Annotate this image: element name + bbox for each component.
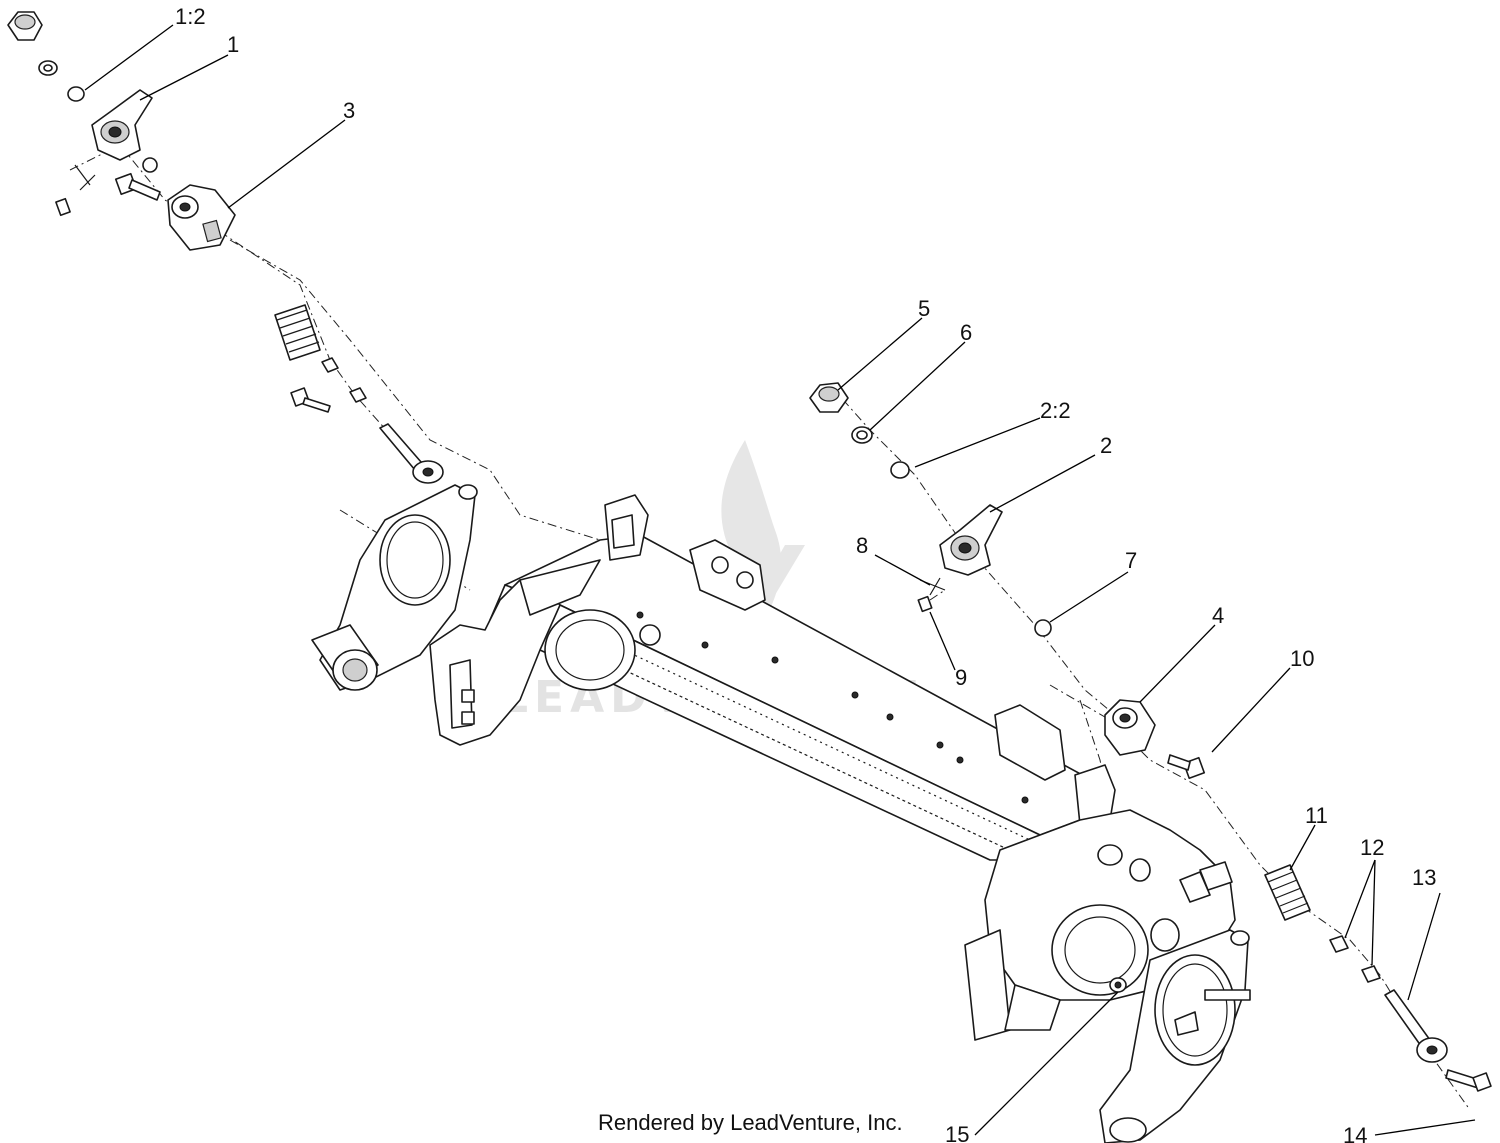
pivot-block-part xyxy=(167,184,236,251)
callout-3: 3 xyxy=(343,98,355,123)
callout-14: 14 xyxy=(1343,1123,1367,1143)
nut-part xyxy=(321,357,339,373)
right-pivot-arm xyxy=(1099,929,1251,1143)
callout-4: 4 xyxy=(1212,603,1224,628)
callout-12: 12 xyxy=(1360,835,1384,860)
callout-1: 1 xyxy=(227,32,239,57)
washer-part xyxy=(67,86,85,102)
callout-15: 15 xyxy=(945,1122,969,1143)
bolt-part xyxy=(1167,754,1206,780)
callout-2-2: 2:2 xyxy=(1040,398,1071,423)
left-pivot-arm xyxy=(311,484,478,691)
flange-nut-part xyxy=(809,382,849,413)
callout-11: 11 xyxy=(1305,803,1328,828)
callout-1-2: 1:2 xyxy=(175,4,206,29)
callout-10: 10 xyxy=(1290,646,1314,671)
spacer-part xyxy=(1034,619,1052,637)
spring-part xyxy=(1264,864,1311,921)
bolt-part xyxy=(114,172,161,201)
pivot-block-part xyxy=(1104,699,1156,756)
grease-fitting-part xyxy=(1109,977,1127,993)
callout-2: 2 xyxy=(1100,433,1112,458)
main-frame xyxy=(429,494,1236,1041)
nut-part xyxy=(349,387,367,403)
right-adjuster-assembly xyxy=(809,382,1492,1092)
callout-labels: 1:2 1 3 5 6 2:2 2 8 7 4 9 10 11 12 13 14… xyxy=(175,4,1436,1143)
callout-7: 7 xyxy=(1125,548,1137,573)
washer-part xyxy=(890,461,910,479)
callout-leaders xyxy=(84,24,1476,1136)
adjuster-knob-part xyxy=(939,504,1003,576)
flange-nut-part xyxy=(7,11,43,41)
callout-6: 6 xyxy=(960,320,972,345)
nut-part xyxy=(1361,965,1381,983)
clip-bolt-part xyxy=(917,577,946,613)
render-credit: Rendered by LeadVenture, Inc. xyxy=(598,1110,903,1135)
rod-end-part xyxy=(1384,989,1448,1063)
callout-8: 8 xyxy=(856,533,868,558)
callout-13: 13 xyxy=(1412,865,1436,890)
nut-part xyxy=(1329,935,1349,953)
callout-9: 9 xyxy=(955,665,967,690)
left-adjuster-assembly xyxy=(7,11,444,484)
clip-bolt-part xyxy=(55,164,96,217)
spacer-part xyxy=(142,157,158,173)
shoulder-bolt-part xyxy=(1445,1069,1492,1092)
frame-holes xyxy=(636,611,1029,804)
shoulder-bolt-part xyxy=(290,387,331,413)
callout-5: 5 xyxy=(918,296,930,321)
spring-part xyxy=(274,304,321,361)
adjuster-knob-part xyxy=(91,89,153,161)
rod-end-part xyxy=(379,423,444,484)
